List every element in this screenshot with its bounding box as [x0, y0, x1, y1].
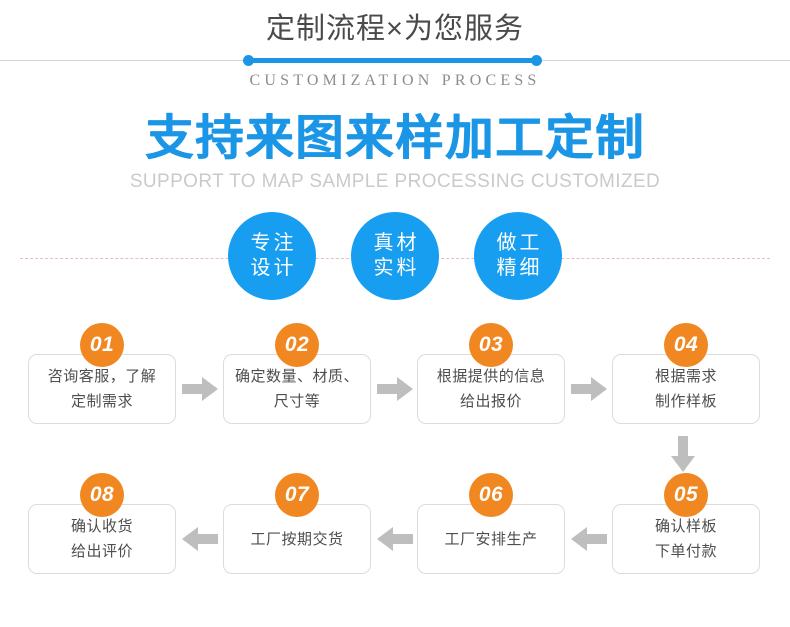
step-number-badge: 07	[275, 473, 319, 517]
arrow-right-icon	[377, 376, 413, 402]
arrow-right-icon	[182, 376, 218, 402]
arrow-down-icon	[670, 436, 696, 472]
feature-circle-line2: 精细	[496, 257, 543, 279]
step-line1: 确认样板	[654, 518, 717, 535]
feature-circle-line2: 实料	[373, 257, 420, 279]
step-line1: 咨询客服，了解	[47, 368, 157, 385]
step-number-badge: 08	[80, 473, 124, 517]
headline-subtext: SUPPORT TO MAP SAMPLE PROCESSING CUSTOMI…	[129, 171, 661, 192]
feature-circles: 专注 设计 真材 实料 做工 精细	[0, 212, 790, 307]
step-line2: 给出报价	[459, 393, 522, 410]
divider-dot-right-icon	[531, 55, 542, 66]
step-line1: 工厂安排生产	[444, 530, 538, 548]
step-number-badge: 01	[80, 323, 124, 367]
step-number-badge: 03	[469, 323, 513, 367]
arrow-right-icon	[571, 376, 607, 402]
headline: 支持来图来样加工定制	[144, 112, 645, 165]
step-line2: 给出评价	[70, 543, 133, 560]
page-header: 定制流程×为您服务 CUSTOMIZATION PROCESS	[0, 0, 790, 100]
feature-circle-line2: 设计	[250, 257, 297, 279]
step-line1: 确认收货	[70, 518, 133, 535]
step-number-badge: 06	[469, 473, 513, 517]
feature-circle-line1: 专注	[250, 232, 297, 254]
step-line1: 根据需求	[654, 368, 717, 385]
divider-dot-left-icon	[243, 55, 254, 66]
step-line1: 根据提供的信息	[436, 368, 546, 385]
step-line2: 定制需求	[70, 393, 133, 410]
arrow-left-icon	[377, 526, 413, 552]
arrow-left-icon	[571, 526, 607, 552]
step-line1: 确定数量、材质、	[234, 368, 359, 385]
step-line2: 尺寸等	[273, 393, 321, 410]
feature-circle-line1: 真材	[373, 232, 420, 254]
page-subtitle: CUSTOMIZATION PROCESS	[249, 72, 541, 89]
feature-circle-focus-design: 专注 设计	[228, 212, 316, 300]
step-number-badge: 05	[664, 473, 708, 517]
feature-circle-fine-workmanship: 做工 精细	[474, 212, 562, 300]
divider-line-accent	[248, 58, 536, 63]
feature-circle-quality-material: 真材 实料	[351, 212, 439, 300]
feature-circle-line1: 做工	[496, 232, 543, 254]
step-line2: 下单付款	[654, 543, 717, 560]
step-line1: 工厂按期交货	[250, 530, 344, 548]
arrow-left-icon	[182, 526, 218, 552]
step-number-badge: 02	[275, 323, 319, 367]
title-divider	[0, 54, 790, 68]
step-number-badge: 04	[664, 323, 708, 367]
step-line2: 制作样板	[654, 393, 717, 410]
page-title: 定制流程×为您服务	[266, 13, 524, 45]
